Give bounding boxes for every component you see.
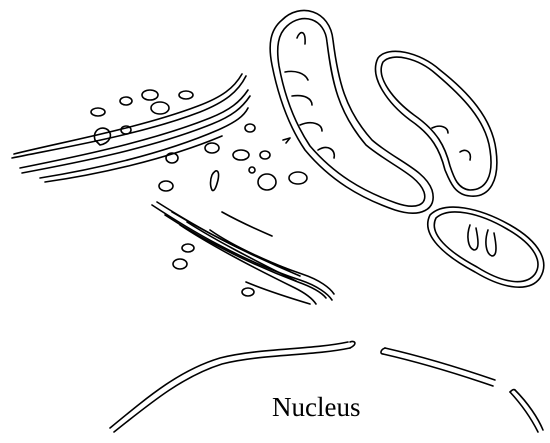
mitochondrion-right — [376, 51, 497, 196]
mitochondrion-small — [428, 207, 544, 287]
golgi-apparatus-lower — [152, 202, 334, 304]
nucleus-label: Nucleus — [272, 392, 360, 423]
